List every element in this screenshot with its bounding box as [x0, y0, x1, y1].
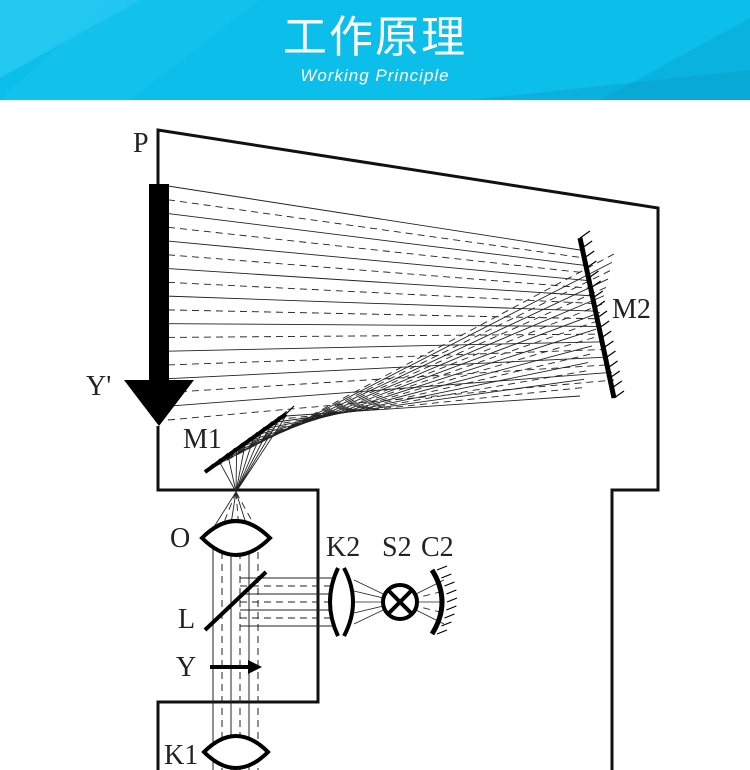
label-m2: M2: [612, 294, 651, 325]
image-arrow: [124, 184, 194, 426]
ray-fan-m1: [215, 253, 615, 467]
page-subtitle: Working Principle: [300, 66, 450, 85]
optical-diagram: P Y' M1 M2 O K2 S2 C2 L Y K1: [86, 128, 660, 770]
beam-splitter-l: [203, 570, 268, 632]
label-m1: M1: [183, 424, 222, 455]
label-l: L: [178, 604, 195, 635]
banner-background: [0, 0, 750, 100]
label-p: P: [133, 128, 149, 159]
label-o: O: [170, 523, 190, 554]
label-y: Y: [176, 652, 196, 683]
mirror-m1: [203, 405, 295, 474]
reflector-c2: [429, 565, 458, 636]
label-k1: K1: [164, 740, 198, 770]
label-y-prime: Y': [86, 371, 111, 402]
lens-o: [199, 519, 273, 557]
mirror-m2: [577, 230, 625, 399]
lens-k1: [201, 734, 271, 770]
lamp-s2: [381, 583, 419, 621]
label-s2: S2: [382, 532, 412, 563]
header-banner: 工作原理 Working Principle: [0, 0, 750, 100]
lens-k2: [328, 567, 355, 637]
label-c2: C2: [421, 532, 454, 563]
object-arrow-y: [210, 660, 262, 674]
ray-fan-m2: [167, 185, 615, 421]
housing-outline: [156, 128, 660, 770]
ray-focus-m1-o: [211, 415, 287, 531]
ray-branch-k2: [240, 577, 336, 627]
label-k2: K2: [326, 532, 360, 563]
page-title: 工作原理: [283, 12, 467, 63]
